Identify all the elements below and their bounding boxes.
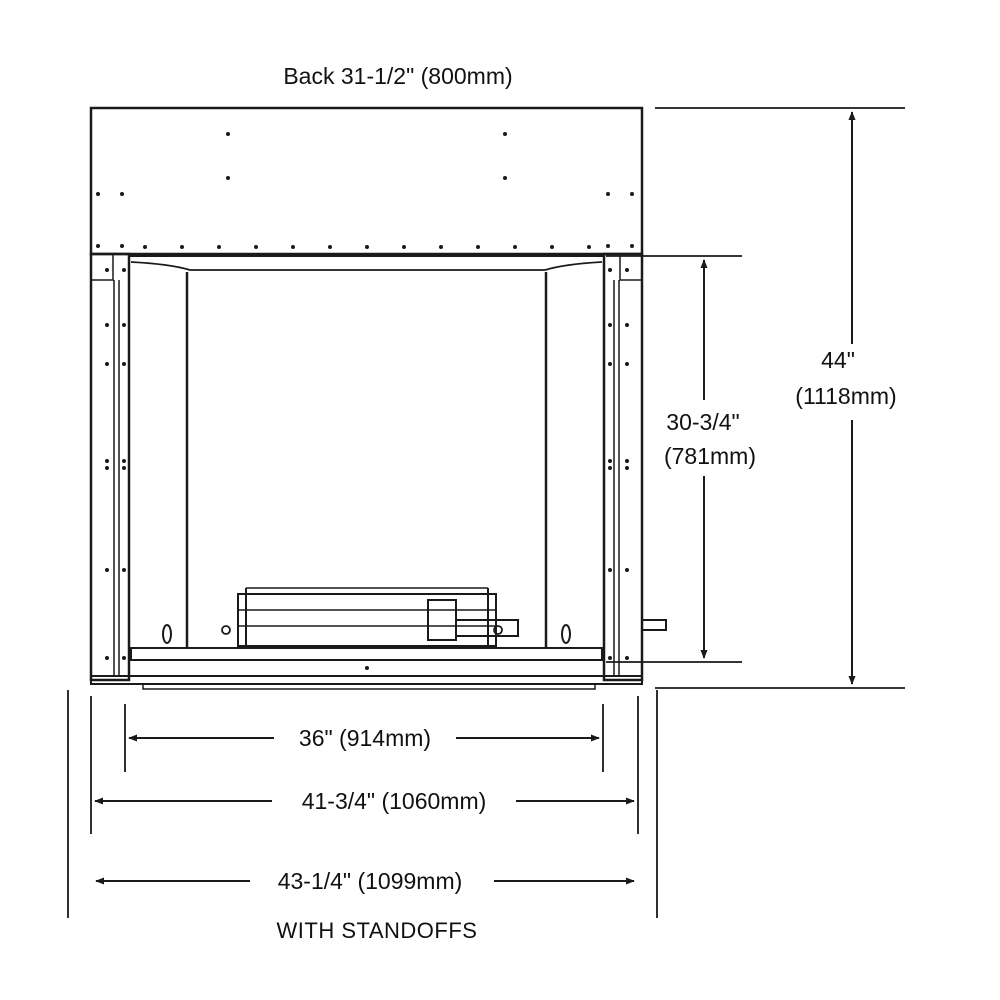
rivet-dot xyxy=(625,656,629,660)
standoffs-note: WITH STANDOFFS xyxy=(277,918,478,943)
rivet-dot xyxy=(105,362,109,366)
rivet-dot xyxy=(226,132,230,136)
rivet-dot xyxy=(328,245,332,249)
rivet-dot xyxy=(608,362,612,366)
rivet-dot xyxy=(122,362,126,366)
rivet-dot xyxy=(122,323,126,327)
standoff-width-label: 43-1/4" (1099mm) xyxy=(278,868,463,894)
rivet-dot xyxy=(226,176,230,180)
opening-height-dimension: 30-3/4" (781mm) xyxy=(606,255,756,663)
rivet-dot xyxy=(608,268,612,272)
total-height-inches: 44" xyxy=(821,347,855,373)
fireplace-unit xyxy=(89,106,667,690)
rivet-dot xyxy=(217,245,221,249)
rivet-dot xyxy=(625,568,629,572)
rivet-dot xyxy=(608,568,612,572)
rivet-dot xyxy=(120,244,124,248)
opening-width-dimension: 36" (914mm) xyxy=(124,704,604,772)
total-height-mm: (1118mm) xyxy=(795,383,896,409)
frame-width-label: 41-3/4" (1060mm) xyxy=(302,788,487,814)
opening-height-mm: (781mm) xyxy=(664,443,756,469)
rivet-dot xyxy=(105,323,109,327)
bottom-sill xyxy=(90,675,643,685)
rivet-dot xyxy=(606,244,610,248)
rivet-dot xyxy=(608,466,612,470)
rivet-dot xyxy=(513,245,517,249)
standoff-width-dimension: 43-1/4" (1099mm) xyxy=(67,690,658,918)
rivet-dot xyxy=(105,466,109,470)
rivet-dot xyxy=(122,656,126,660)
frame-width-dimension: 41-3/4" (1060mm) xyxy=(90,696,639,834)
rivet-dot xyxy=(105,656,109,660)
rivet-dot xyxy=(625,268,629,272)
rivet-dot xyxy=(105,459,109,463)
rivet-dot xyxy=(143,245,147,249)
rivet-dot xyxy=(503,132,507,136)
back-width-label: Back 31-1/2" (800mm) xyxy=(283,63,512,89)
rivet-dot xyxy=(630,192,634,196)
rivet-dot xyxy=(625,323,629,327)
rivet-dot xyxy=(608,323,612,327)
rivet-dot xyxy=(606,192,610,196)
rivet-dot xyxy=(365,245,369,249)
burner-log-assembly xyxy=(162,587,571,648)
rivet-dot xyxy=(625,362,629,366)
rivet-dot xyxy=(608,656,612,660)
rivet-dot xyxy=(625,466,629,470)
rivet-dot xyxy=(122,568,126,572)
rivet-dot xyxy=(96,244,100,248)
opening-height-inches: 30-3/4" xyxy=(666,409,739,435)
firebox-opening xyxy=(128,255,605,661)
rivet-dot xyxy=(180,245,184,249)
rivet-dot xyxy=(630,244,634,248)
rivet-dot xyxy=(625,459,629,463)
gas-connection xyxy=(641,619,667,631)
rivet-dot xyxy=(291,245,295,249)
rivet-dot xyxy=(587,245,591,249)
rivet-dot xyxy=(608,459,612,463)
rivet-dot xyxy=(105,568,109,572)
total-height-dimension: 44" (1118mm) xyxy=(655,107,905,689)
rivet-dot xyxy=(122,466,126,470)
rivet-dot xyxy=(503,176,507,180)
rivets xyxy=(96,132,634,670)
opening-width-label: 36" (914mm) xyxy=(299,725,431,751)
rivet-dot xyxy=(105,268,109,272)
rivet-dot xyxy=(550,245,554,249)
rivet-dot xyxy=(96,192,100,196)
rivet-dot xyxy=(402,245,406,249)
rivet-dot xyxy=(439,245,443,249)
rivet-dot xyxy=(365,666,369,670)
rivet-dot xyxy=(120,192,124,196)
rivet-dot xyxy=(122,459,126,463)
rivet-dot xyxy=(122,268,126,272)
rivet-dot xyxy=(476,245,480,249)
top-panel xyxy=(89,106,644,256)
rivet-dot xyxy=(254,245,258,249)
